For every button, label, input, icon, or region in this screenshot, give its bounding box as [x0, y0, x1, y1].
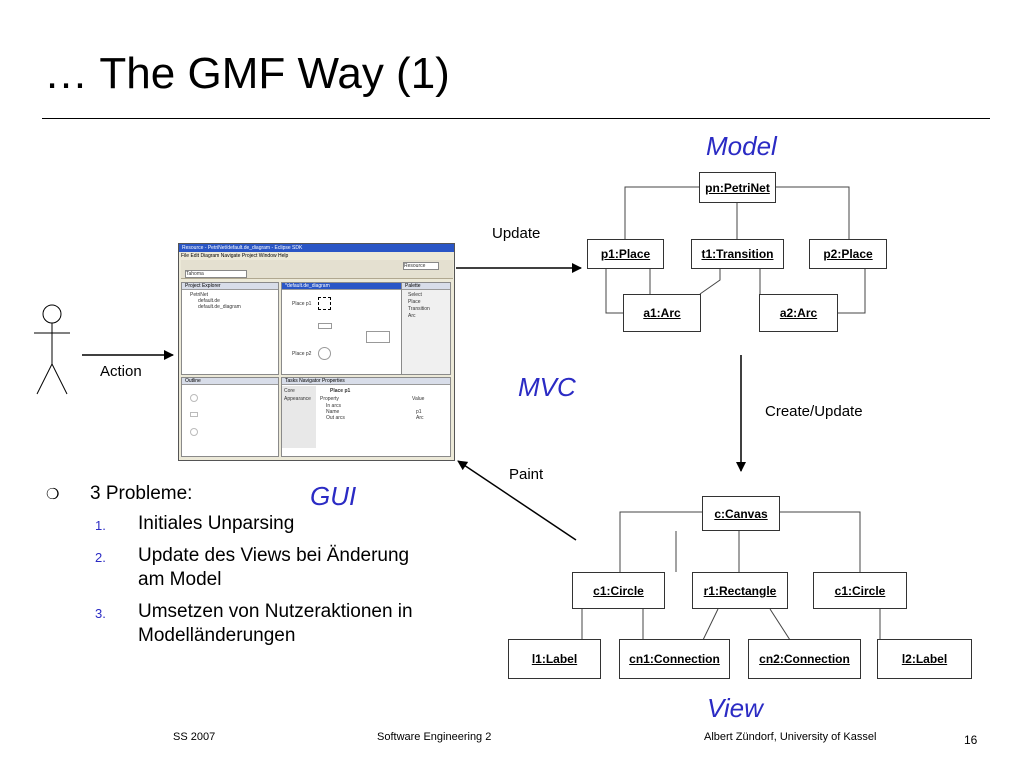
palette-item: Select	[408, 292, 422, 298]
footer-course: Software Engineering 2	[377, 731, 492, 743]
outline-shape	[190, 428, 198, 436]
item-text: Initiales Unparsing	[138, 513, 295, 534]
place-p2-shape	[318, 347, 331, 360]
prop-row-name: Out arcs	[326, 415, 345, 421]
screenshot-font-field: Tahoma	[185, 270, 247, 278]
tree-item: default.de_diagram	[198, 304, 241, 310]
model-label: Model	[706, 131, 777, 161]
screenshot-titlebar: Resource - PetriNet/default.de_diagram -…	[179, 244, 454, 252]
model-transition-box: t1:Transition	[691, 239, 784, 269]
page-number: 16	[964, 733, 978, 747]
action-label: Action	[100, 363, 142, 380]
bullet-marker-icon: ❍	[46, 486, 60, 503]
gui-label: GUI	[310, 481, 357, 511]
outline-header: Outline	[182, 378, 278, 385]
mvc-label: MVC	[518, 372, 576, 402]
screenshot-outline: Outline	[181, 377, 279, 457]
screenshot-editor: *default.de_diagram Place p1 Place p2	[281, 282, 405, 375]
paint-arrow	[457, 460, 577, 541]
prop-row-name: Name	[326, 409, 340, 415]
view-connection2-box: cn2:Connection	[748, 639, 861, 679]
model-place2-box: p2:Place	[809, 239, 887, 269]
bullet-list: ❍ 3 Probleme: 1. Initiales Unparsing 2. …	[46, 482, 498, 656]
item-text: Umsetzen von Nutzeraktionen in Modelländ…	[138, 601, 413, 646]
popup-toolbar	[366, 331, 390, 343]
prop-section: Appearance	[284, 396, 311, 402]
view-label2-box: l2:Label	[877, 639, 972, 679]
screenshot-perspective: Resource	[403, 262, 439, 270]
palette-item: Transition	[408, 306, 430, 312]
screenshot-menubar: File Edit Diagram Navigate Project Windo…	[181, 253, 289, 259]
outline-shape	[190, 394, 198, 402]
palette-header: Palette	[402, 283, 450, 290]
model-arc2-box: a2:Arc	[759, 294, 838, 332]
prop-row-value: p1	[416, 409, 422, 415]
prop-header-property: Property	[320, 396, 339, 402]
screenshot-properties: Tasks Navigator Properties Core Appearan…	[281, 377, 451, 457]
prop-section: Core	[284, 388, 295, 394]
model-place1-box: p1:Place	[587, 239, 664, 269]
canvas-label: Place p2	[292, 351, 312, 357]
prop-sections: Core Appearance	[282, 386, 316, 448]
palette-item: Arc	[408, 313, 416, 319]
item-text: Update des Views bei Änderung am Model	[138, 545, 410, 590]
view-canvas-box: c:Canvas	[702, 496, 780, 531]
create-update-label: Create/Update	[765, 403, 863, 420]
outline-shape	[190, 412, 198, 417]
tree-item: default.de	[198, 298, 220, 304]
item-number: 3.	[95, 606, 106, 621]
eclipse-screenshot: Resource - PetriNet/default.de_diagram -…	[178, 243, 455, 461]
place-p1-shape	[318, 297, 331, 310]
view-tree-lines	[581, 511, 881, 641]
transition-shape	[318, 323, 332, 329]
view-label1-box: l1:Label	[508, 639, 601, 679]
update-label: Update	[492, 225, 541, 242]
canvas-label: Place p1	[292, 301, 312, 307]
view-rectangle-box: r1:Rectangle	[692, 572, 788, 609]
prop-header-value: Value	[412, 396, 425, 402]
user-stick-figure-icon	[34, 304, 70, 395]
project-explorer-header: Project Explorer	[182, 283, 278, 290]
editor-tab: *default.de_diagram	[282, 283, 404, 290]
tree-item: PetriNet	[190, 292, 209, 298]
title-divider	[42, 118, 990, 119]
model-arc1-box: a1:Arc	[623, 294, 701, 332]
item-number: 2.	[95, 550, 106, 565]
item-number: 1.	[95, 518, 106, 533]
view-connection1-box: cn1:Connection	[619, 639, 730, 679]
prop-row-value: Arc	[416, 415, 424, 421]
numbered-item: 3. Umsetzen von Nutzeraktionen in Modell…	[46, 600, 478, 648]
bottom-tabs: Tasks Navigator Properties	[282, 378, 450, 385]
bullet-heading-text: 3 Probleme:	[90, 483, 193, 504]
model-tree-lines	[605, 186, 866, 314]
view-circle-right-box: c1:Circle	[813, 572, 907, 609]
screenshot-toolbar: Tahoma Resource	[181, 260, 453, 279]
screenshot-palette: Palette Select Place Transition Arc	[401, 282, 451, 375]
properties-title: Place p1	[330, 388, 351, 394]
numbered-item: 1. Initiales Unparsing	[46, 512, 498, 536]
slide-title: … The GMF Way (1)	[44, 49, 450, 98]
screenshot-project-explorer: Project Explorer PetriNet default.de def…	[181, 282, 279, 375]
footer-author: Albert Zündorf, University of Kassel	[704, 731, 877, 743]
paint-label: Paint	[509, 466, 544, 483]
model-petrinet-box: pn:PetriNet	[699, 172, 776, 203]
view-circle-left-box: c1:Circle	[572, 572, 665, 609]
numbered-item: 2. Update des Views bei Änderung am Mode…	[46, 544, 438, 592]
prop-row-name: In arcs	[326, 403, 342, 409]
palette-item: Place	[408, 299, 421, 305]
bullet-heading: ❍ 3 Probleme:	[46, 482, 498, 506]
view-label: View	[707, 693, 763, 723]
footer-date: SS 2007	[173, 731, 216, 743]
